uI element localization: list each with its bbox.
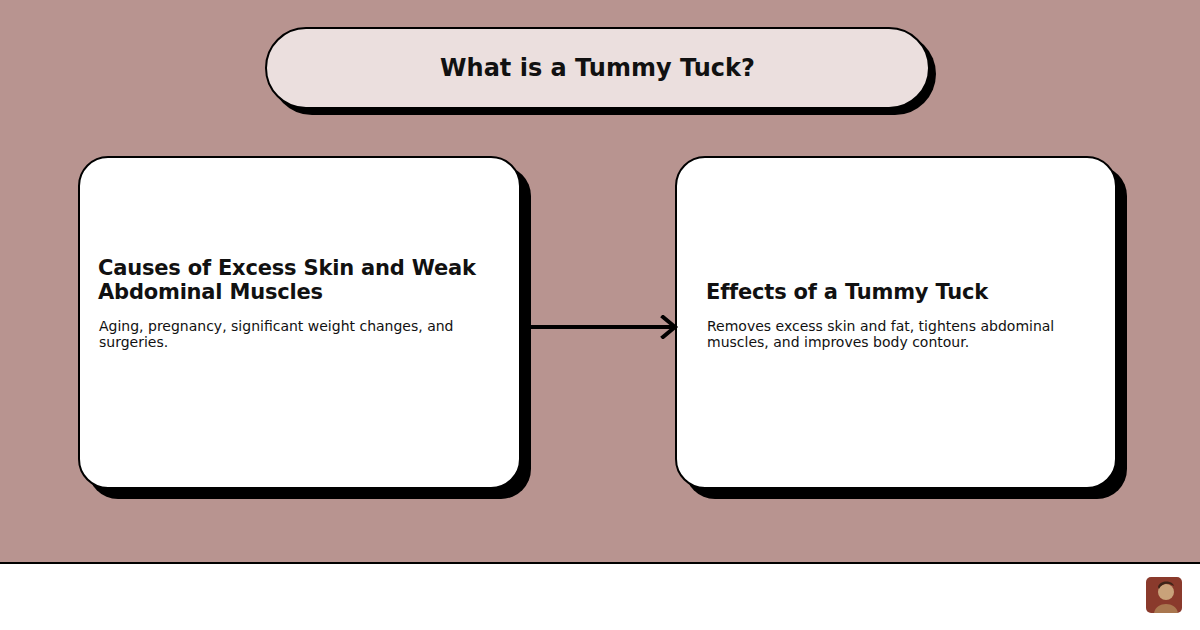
- card-heading: Causes of Excess Skin and Weak Abdominal…: [98, 256, 503, 304]
- content-card: Causes of Excess Skin and Weak Abdominal…: [78, 156, 521, 489]
- card-heading-box: Effects of a Tummy Tuck: [706, 158, 1099, 304]
- card-body: Aging, pregnancy, significant weight cha…: [99, 318, 504, 350]
- avatar-illustration: [1146, 577, 1182, 613]
- card-body: Removes excess skin and fat, tightens ab…: [707, 318, 1100, 350]
- title-pill: What is a Tummy Tuck?: [265, 27, 930, 109]
- flow-arrow: [521, 325, 675, 329]
- diagram-title: What is a Tummy Tuck?: [440, 54, 755, 82]
- card-heading-box: Causes of Excess Skin and Weak Abdominal…: [98, 158, 503, 304]
- content-card: Effects of a Tummy TuckRemoves excess sk…: [675, 156, 1117, 489]
- card-heading: Effects of a Tummy Tuck: [706, 280, 1099, 304]
